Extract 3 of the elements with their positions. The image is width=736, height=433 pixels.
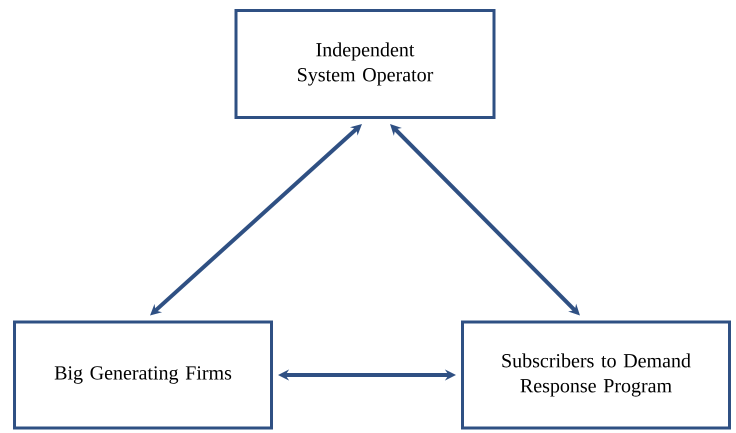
- process-box: Independent System Operator: [234, 9, 496, 119]
- process-box: Big Generating Firms: [13, 320, 273, 430]
- process-box: Subscribers to Demand Response Program: [461, 320, 731, 430]
